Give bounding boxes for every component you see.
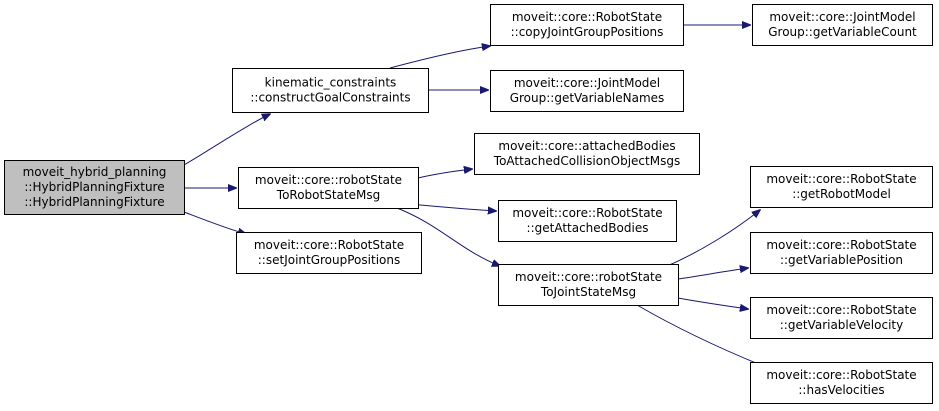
node-label-line: moveit::core::robotState: [515, 270, 662, 284]
node-label-line: ::setJointGroupPositions: [258, 253, 400, 267]
node-label-line: moveit::core::RobotState: [766, 303, 916, 317]
node-box: [498, 264, 679, 306]
node-label-line: moveit::core::JointModel: [514, 76, 660, 90]
node-label-line: ::getAttachedBodies: [527, 221, 649, 235]
node-getattached[interactable]: moveit::core::RobotState::getAttachedBod…: [498, 200, 677, 242]
node-box: [4, 160, 185, 215]
node-box: [490, 4, 684, 46]
node-box: [490, 70, 684, 112]
node-label-line: ::getVariablePosition: [780, 253, 903, 267]
node-hasvel[interactable]: moveit::core::RobotState::hasVelocities: [750, 362, 933, 404]
node-box: [236, 232, 422, 274]
node-box: [232, 68, 429, 113]
node-label-line: moveit::core::JointModel: [769, 10, 915, 24]
node-label-line: Group::getVariableCount: [768, 25, 917, 39]
node-box: [750, 232, 933, 274]
edge-rs2jsm-to-getrobotmodel: [664, 210, 760, 268]
edge-construct-to-copyjgp: [389, 46, 490, 69]
node-label-line: ::copyJointGroupPositions: [511, 25, 664, 39]
edge-rs2jsm-to-getvarvel: [677, 297, 748, 309]
edge-root-to-construct: [183, 114, 270, 166]
node-label-line: Group::getVariableNames: [510, 91, 665, 105]
node-getvarnames[interactable]: moveit::core::JointModelGroup::getVariab…: [490, 70, 684, 112]
node-label-line: moveit::core::RobotState: [254, 238, 404, 252]
node-box: [498, 200, 677, 242]
node-label-line: ::HybridPlanningFixture: [24, 195, 164, 209]
node-box: [752, 4, 933, 46]
node-box: [750, 166, 933, 208]
node-box: [238, 167, 419, 209]
edge-rs2rsm-to-attbodies: [417, 169, 472, 179]
node-label-line: moveit::core::robotState: [255, 173, 402, 187]
node-box: [474, 133, 700, 175]
node-getvarcount[interactable]: moveit::core::JointModelGroup::getVariab…: [752, 4, 933, 46]
node-label-line: moveit::core::RobotState: [766, 238, 916, 252]
node-box: [750, 297, 933, 339]
nodes-layer: moveit_hybrid_planning::HybridPlanningFi…: [4, 4, 933, 404]
node-label-line: moveit::core::RobotState: [512, 206, 662, 220]
node-label-line: ::getVariableVelocity: [780, 318, 903, 332]
node-label-line: ::hasVelocities: [798, 383, 884, 397]
edge-rs2rsm-to-rs2jsm: [396, 207, 500, 266]
node-label-line: moveit::core::RobotState: [766, 368, 916, 382]
node-getrobotmodel[interactable]: moveit::core::RobotState::getRobotModel: [750, 166, 933, 208]
node-label-line: kinematic_constraints: [265, 76, 397, 90]
node-setjgp[interactable]: moveit::core::RobotState::setJointGroupP…: [236, 232, 422, 274]
node-label-line: moveit::core::RobotState: [766, 172, 916, 186]
node-construct[interactable]: kinematic_constraints::constructGoalCons…: [232, 68, 429, 113]
node-label-line: ToAttachedCollisionObjectMsgs: [493, 154, 680, 168]
edge-rs2jsm-to-getvarpos: [677, 268, 748, 280]
node-label-line: ToJointStateMsg: [540, 285, 636, 299]
node-getvarvel[interactable]: moveit::core::RobotState::getVariableVel…: [750, 297, 933, 339]
node-label-line: ::getRobotModel: [792, 187, 891, 201]
node-label-line: moveit::core::attachedBodies: [498, 139, 675, 153]
node-attbodies[interactable]: moveit::core::attachedBodiesToAttachedCo…: [474, 133, 700, 175]
node-label-line: moveit::core::RobotState: [512, 10, 662, 24]
node-label-line: ::constructGoalConstraints: [250, 91, 410, 105]
node-root: moveit_hybrid_planning::HybridPlanningFi…: [4, 160, 185, 215]
node-label-line: moveit_hybrid_planning: [23, 165, 167, 179]
node-label-line: ::HybridPlanningFixture: [24, 180, 164, 194]
node-copyjgp[interactable]: moveit::core::RobotState::copyJointGroup…: [490, 4, 684, 46]
edge-root-to-setjgp: [183, 211, 246, 234]
node-getvarpos[interactable]: moveit::core::RobotState::getVariablePos…: [750, 232, 933, 274]
node-label-line: ToRobotStateMsg: [276, 188, 380, 202]
node-box: [750, 362, 933, 404]
